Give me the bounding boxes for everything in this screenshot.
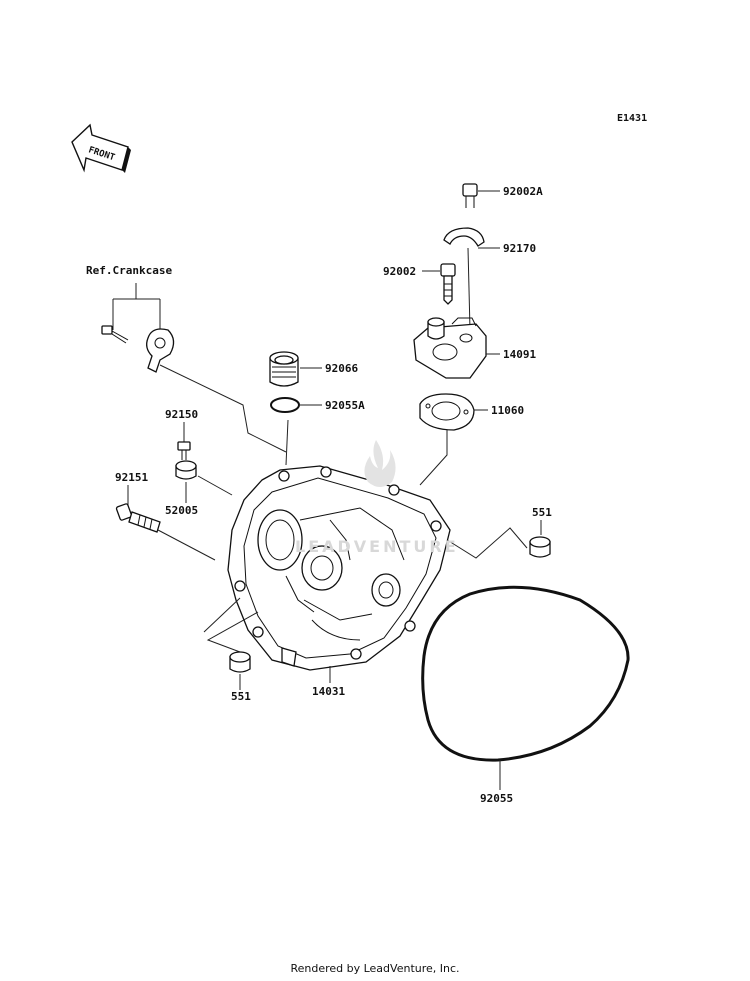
ref-crankcase-bracket xyxy=(112,283,161,330)
front-arrow-icon: FRONT xyxy=(71,123,131,173)
housing-14091-icon xyxy=(413,317,487,379)
part-551-right-label: 551 xyxy=(532,506,552,519)
ref-bracket-washer-icon xyxy=(146,328,175,373)
diagram-code: E1431 xyxy=(617,113,647,124)
part-14091-label: 14091 xyxy=(503,348,536,361)
ref-crankcase-label: Ref.Crankcase xyxy=(86,264,172,277)
clamp-92170-icon xyxy=(443,227,485,247)
screw-92150-icon xyxy=(177,441,191,460)
part-92170-label: 92170 xyxy=(503,242,536,255)
watermark-text: LEADVENTURE xyxy=(295,537,459,556)
part-52005-label: 52005 xyxy=(165,504,198,517)
footer-text: Rendered by LeadVenture, Inc. xyxy=(290,962,460,975)
part-92002A-label: 92002A xyxy=(503,185,543,198)
dowel-551-right-icon xyxy=(529,536,551,558)
dowel-551-left-icon xyxy=(229,651,251,673)
leader-ref-to-cover xyxy=(159,364,287,453)
bolt-92151-icon xyxy=(115,503,161,533)
bolt-92002A-icon xyxy=(462,183,478,208)
part-92150-label: 92150 xyxy=(165,408,198,421)
part-14031-label: 14031 xyxy=(312,685,345,698)
cap-52005-icon xyxy=(175,460,197,480)
part-92055-label: 92055 xyxy=(480,792,513,805)
gasket-92055-icon xyxy=(421,585,630,762)
crankcase-cover-14031-icon xyxy=(227,465,451,671)
watermark-flame-icon xyxy=(364,440,396,487)
part-551-left-label: 551 xyxy=(231,690,251,703)
oring-92055A-icon xyxy=(270,397,300,413)
bolt-92002-icon xyxy=(440,263,456,305)
part-92055A-label: 92055A xyxy=(325,399,365,412)
gasket-11060-icon xyxy=(419,393,475,431)
part-11060-label: 11060 xyxy=(491,404,524,417)
part-92002-label: 92002 xyxy=(383,265,416,278)
ref-bolt-icon xyxy=(101,325,129,344)
part-92066-label: 92066 xyxy=(325,362,358,375)
plug-92066-icon xyxy=(269,351,299,387)
part-92151-label: 92151 xyxy=(115,471,148,484)
